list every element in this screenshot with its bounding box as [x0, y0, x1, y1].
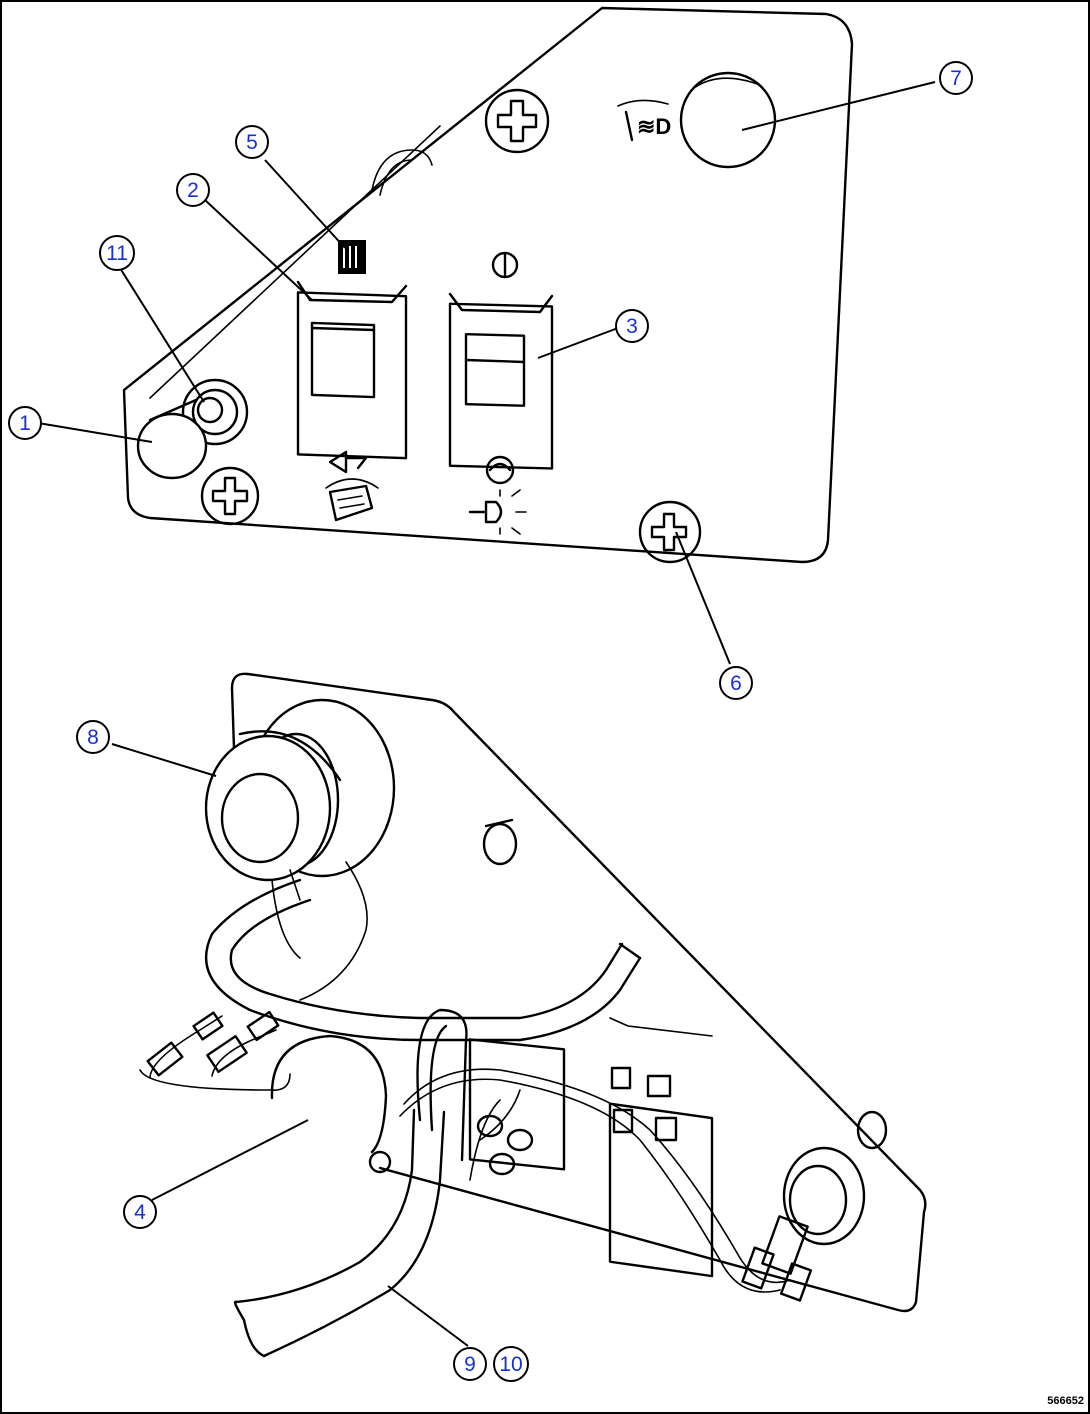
svg-text:1: 1 [19, 412, 31, 435]
temperature-icon: ≋D [617, 99, 671, 142]
screw-top-center [484, 88, 550, 154]
svg-text:6: 6 [730, 672, 742, 695]
leader-line-2 [204, 199, 313, 301]
horn-icon [325, 450, 379, 522]
callout-9: 9 [453, 1347, 487, 1381]
stud [482, 818, 518, 866]
gauge-housing-item-8 [204, 698, 396, 882]
figure-code: 566652 [1047, 1395, 1084, 1407]
work-light-icon [468, 455, 527, 535]
leader-line-9 [387, 1285, 469, 1347]
leader-line-3 [537, 327, 619, 359]
svg-text:4: 4 [134, 1201, 146, 1224]
svg-text:10: 10 [499, 1353, 522, 1376]
callout-11: 11 [99, 235, 135, 271]
leader-line-4 [151, 1119, 309, 1201]
leader-line-6 [675, 531, 731, 665]
callouts: 1 2 3 4 5 6 7 8 [8, 61, 973, 1382]
callout-3: 3 [615, 309, 649, 343]
rear-panel [139, 672, 927, 1358]
leader-line-5 [264, 159, 346, 249]
svg-text:8: 8 [87, 726, 99, 749]
svg-text:3: 3 [626, 315, 638, 338]
leader-line-8 [111, 743, 217, 777]
svg-text:≋D: ≋D [637, 114, 671, 139]
screw-bottom-right [638, 500, 702, 564]
svg-text:2: 2 [187, 179, 199, 202]
svg-text:11: 11 [106, 242, 128, 265]
rocker-switch-item-3 [448, 251, 554, 470]
callout-8: 8 [76, 720, 110, 754]
knob-item-1 [136, 378, 249, 480]
screw-bottom-left [200, 466, 260, 526]
indicator-lamp-item-7 [679, 71, 777, 169]
leader-line-1 [37, 422, 153, 443]
callout-4: 4 [123, 1195, 157, 1229]
callout-7: 7 [939, 61, 973, 95]
leader-line-7 [741, 81, 936, 131]
wire-harness [139, 861, 888, 1358]
front-panel: ≋D [122, 6, 854, 564]
svg-text:5: 5 [246, 131, 258, 154]
callout-2: 2 [176, 173, 210, 207]
svg-text:9: 9 [464, 1353, 476, 1376]
callout-10: 10 [493, 1346, 529, 1382]
callout-6: 6 [719, 666, 753, 700]
callout-1: 1 [8, 406, 42, 440]
callout-5: 5 [235, 125, 269, 159]
svg-text:7: 7 [950, 67, 962, 90]
leader-line-11 [119, 267, 205, 403]
